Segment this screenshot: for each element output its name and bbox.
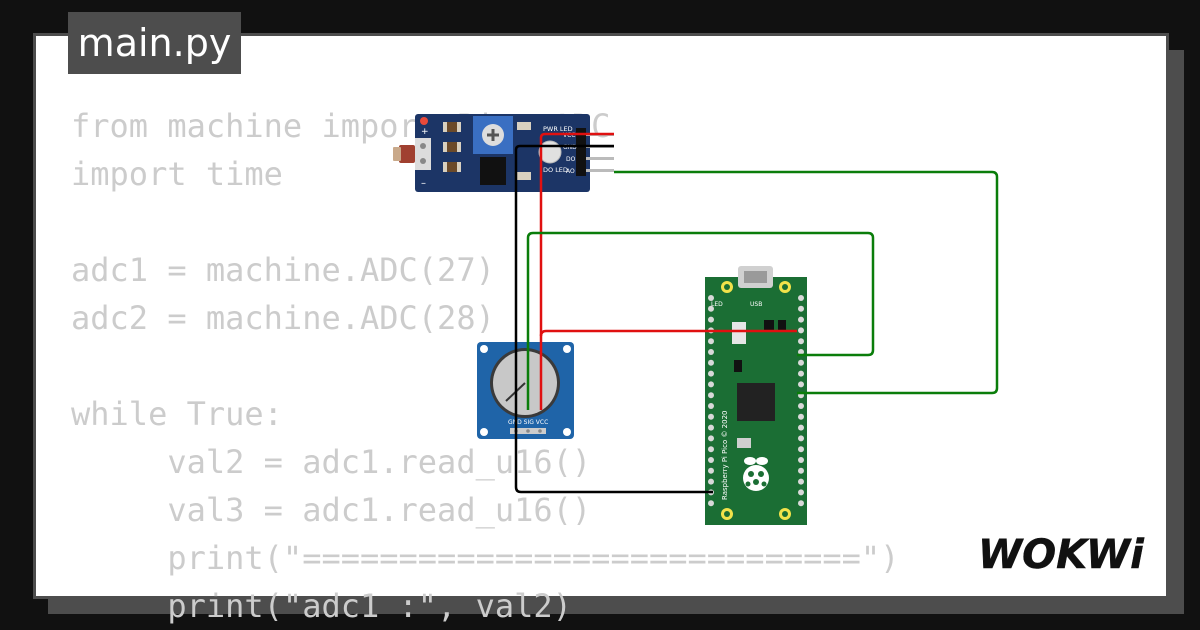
usb-label: USB (750, 301, 762, 308)
code-line: adc1 = machine.ADC(27) (71, 251, 495, 289)
do-led-label: DO LED (543, 166, 568, 174)
pico-silkscreen-text: Raspberry Pi Pico © 2020 (721, 411, 729, 501)
pico-pin-pad (798, 435, 804, 442)
wire-green-pot-sig (526, 231, 875, 410)
wire-red-vcc (539, 132, 614, 410)
pico-pin-pad (798, 327, 804, 334)
pico-pin-pad (708, 478, 714, 485)
wire-green-ao (614, 170, 999, 395)
pico-pin-pad (798, 446, 804, 453)
wire-red-3v3 (539, 329, 797, 337)
ldr-sensor-module[interactable]: + – PWR LED DO LED VCC (393, 114, 614, 192)
pwr-led-label: PWR LED (543, 125, 573, 133)
pico-pin-pad (798, 316, 804, 323)
code-line: val3 = adc1.read_u16() (71, 491, 592, 529)
pico-pin-pad (708, 392, 714, 399)
pico-pin-pad (708, 316, 714, 323)
code-line: while True: (71, 395, 283, 433)
code-line: adc2 = machine.ADC(28) (71, 299, 495, 337)
pico-pin-pad (708, 338, 714, 345)
pico-pin-pad (798, 478, 804, 485)
pico-pin-pad (708, 381, 714, 388)
pico-pin-pad (798, 370, 804, 377)
preview-card: from machine import Pin, ADC import time… (33, 33, 1169, 625)
rotary-potentiometer[interactable]: GND SIG VCC (477, 342, 574, 439)
pico-pin-pad (708, 295, 714, 301)
raspberry-pi-pico-board[interactable]: USB LED Raspberry Pi Pico © 2020 (705, 266, 807, 525)
pico-pin-pad (708, 424, 714, 431)
pico-pin-pad (708, 500, 714, 507)
pico-pin-pad (798, 295, 804, 301)
code-line: val2 = adc1.read_u16() (71, 443, 592, 481)
pico-pin-pad (798, 359, 804, 366)
pico-pin-pad (798, 424, 804, 431)
pico-pin-pad (708, 370, 714, 377)
pin-label-vcc: VCC (563, 132, 575, 139)
pot-pin-labels: GND SIG VCC (508, 419, 548, 426)
wiring (514, 132, 999, 494)
wokwi-logo: WOKWi (978, 532, 1146, 579)
pico-pin-pad (798, 338, 804, 345)
pico-pin-pad (708, 349, 714, 355)
code-line: print("=============================") (71, 539, 900, 577)
pico-pin-pad (708, 467, 714, 474)
code-line: print("adc1 :", val2) (71, 587, 572, 625)
pin-label-gnd: GND (563, 144, 577, 151)
svg-text:–: – (421, 178, 426, 189)
pico-pin-pad (798, 457, 804, 463)
brand-logo-text: WOKWi (978, 532, 1145, 578)
code-line: from machine import Pin, ADC (71, 107, 611, 145)
svg-text:+: + (421, 127, 429, 137)
pico-pin-pad (708, 435, 714, 442)
wire-black-gnd (514, 144, 713, 494)
pico-pin-pad (708, 403, 714, 409)
pico-pin-pad (708, 413, 714, 420)
pico-pin-pad (798, 349, 804, 355)
pico-pin-pad (798, 381, 804, 388)
file-tab[interactable]: main.py (68, 12, 241, 74)
pico-pin-pad (708, 359, 714, 366)
svg-text:DO LED: DO LED (543, 166, 568, 174)
trimmer-potentiometer-icon[interactable] (473, 116, 513, 154)
pin-label-ao: AO (566, 168, 575, 175)
pico-pin-pad (798, 500, 804, 507)
led-label: LED (711, 301, 723, 308)
code-line: import time (71, 155, 283, 193)
pico-pin-pad (708, 457, 714, 463)
pico-pin-pad (798, 413, 804, 420)
pico-pin-pad (798, 467, 804, 474)
pico-pin-pad (708, 446, 714, 453)
pin-label-do: DO (566, 156, 576, 163)
pico-pin-pad (708, 305, 714, 312)
photoresistor-icon (393, 138, 431, 170)
code-listing: from machine import Pin, ADC import time… (71, 102, 899, 630)
pico-pin-pad (798, 403, 804, 409)
raspberry-logo-icon (743, 457, 769, 491)
svg-text:PWR LED: PWR LED (543, 125, 573, 133)
pico-pin-pad (798, 305, 804, 312)
pico-pin-pad (798, 489, 804, 496)
